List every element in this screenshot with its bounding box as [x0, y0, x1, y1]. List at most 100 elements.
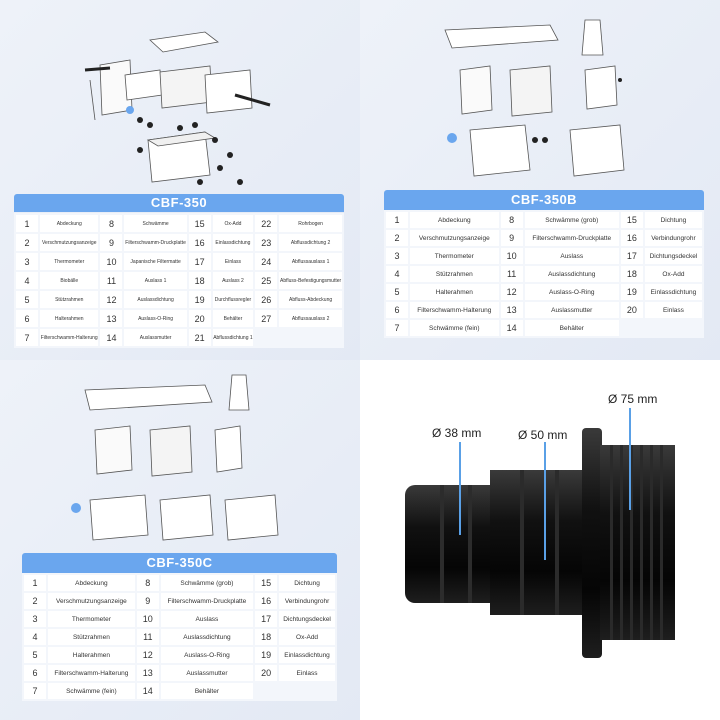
part-number: 4	[16, 272, 38, 289]
exploded-diagram-cbf-350b	[444, 19, 625, 177]
part-number: 4	[386, 266, 408, 282]
table-title: CBF-350	[14, 194, 344, 212]
part-name: Abdeckung	[40, 215, 99, 232]
part-name: Abflussdichtung 2	[279, 234, 342, 251]
part-name: Einlass	[212, 253, 254, 270]
part-name: Einlassdichtung	[279, 647, 335, 663]
part-name: Behälter	[212, 310, 254, 327]
part-name: Auslassmutter	[124, 329, 187, 346]
part-number	[255, 329, 277, 346]
part-number: 19	[620, 284, 643, 300]
part-number: 16	[188, 234, 211, 251]
part-number: 25	[255, 272, 278, 289]
part-name: Einlassdichtung	[644, 284, 702, 300]
part-name: Verschmutzungsanzeige	[410, 230, 499, 246]
part-name: Halterahmen	[48, 647, 135, 663]
table-title: CBF-350B	[384, 190, 704, 210]
panel-fitting: Ø 38 mm Ø 50 mm Ø 75 mm	[360, 360, 720, 720]
part-name: Schwämme	[124, 215, 187, 232]
part-number: 26	[255, 291, 278, 308]
part-name: Durchflussregler	[212, 291, 254, 308]
part-number: 14	[100, 329, 123, 346]
part-number: 5	[386, 284, 408, 300]
part-name: Verbindungrohr	[279, 593, 335, 609]
part-name: Ox-Add	[212, 215, 254, 232]
part-name	[279, 329, 342, 346]
part-name: Japanische Filtermatte	[124, 253, 187, 270]
exploded-diagram-cbf-350c	[71, 374, 279, 541]
part-name: Thermometer	[48, 611, 135, 627]
part-name: Filterschwamm-Halterung	[410, 302, 499, 318]
part-name: Schwämme (grob)	[160, 575, 254, 591]
part-name: Dichtungsdeckel	[279, 611, 335, 627]
part-name: Filterschwamm-Druckplatte	[124, 234, 187, 251]
part-number: 6	[386, 302, 408, 318]
part-number: 11	[100, 272, 123, 289]
part-name: Auslass-O-Ring	[124, 310, 187, 327]
part-name: Abflussdichtung 1	[212, 329, 254, 346]
part-number: 7	[16, 329, 38, 346]
part-name	[645, 320, 702, 336]
part-number: 27	[255, 310, 278, 327]
part-number: 3	[386, 248, 408, 264]
part-name: Stützrahmen	[40, 291, 99, 308]
part-number	[621, 320, 643, 336]
part-name: Halterahmen	[40, 310, 99, 327]
part-number: 10	[500, 248, 523, 264]
part-number: 20	[620, 302, 643, 318]
part-number: 20	[255, 665, 278, 681]
part-number: 5	[16, 291, 38, 308]
part-name: Einlass	[279, 665, 335, 681]
part-name: Filterschwamm-Druckplatte	[524, 230, 619, 246]
part-number: 18	[620, 266, 643, 282]
part-number: 15	[620, 212, 643, 228]
part-number: 20	[188, 310, 211, 327]
part-name: Behälter	[160, 683, 254, 699]
part-number: 23	[255, 234, 278, 251]
part-number: 9	[100, 234, 123, 251]
part-number: 15	[255, 575, 278, 591]
part-number: 19	[255, 647, 278, 663]
part-name: Auslassdichtung	[124, 291, 187, 308]
part-name: Thermometer	[40, 253, 99, 270]
part-number: 12	[100, 291, 123, 308]
part-name: Verbindungrohr	[644, 230, 702, 246]
part-name: Auslassmutter	[160, 665, 254, 681]
part-number: 16	[620, 230, 643, 246]
part-name: Abdeckung	[48, 575, 135, 591]
part-number: 3	[24, 611, 46, 627]
part-number: 9	[136, 593, 159, 609]
part-number	[255, 683, 277, 699]
part-number: 14	[136, 683, 159, 699]
part-name: Dichtung	[644, 212, 702, 228]
part-name: Stützrahmen	[410, 266, 499, 282]
part-number: 8	[100, 215, 123, 232]
part-number: 11	[136, 629, 159, 645]
part-number: 1	[24, 575, 46, 591]
part-number: 19	[188, 291, 211, 308]
part-name: Ox-Add	[279, 629, 335, 645]
part-number: 6	[16, 310, 38, 327]
part-name: Thermometer	[410, 248, 499, 264]
part-number: 18	[188, 272, 211, 289]
part-name: Dichtungsdeckel	[644, 248, 702, 264]
part-number: 18	[255, 629, 278, 645]
part-name: Rohrbogen	[279, 215, 342, 232]
part-number: 12	[500, 284, 523, 300]
part-number: 17	[255, 611, 278, 627]
part-number: 10	[100, 253, 123, 270]
part-number: 6	[24, 665, 46, 681]
